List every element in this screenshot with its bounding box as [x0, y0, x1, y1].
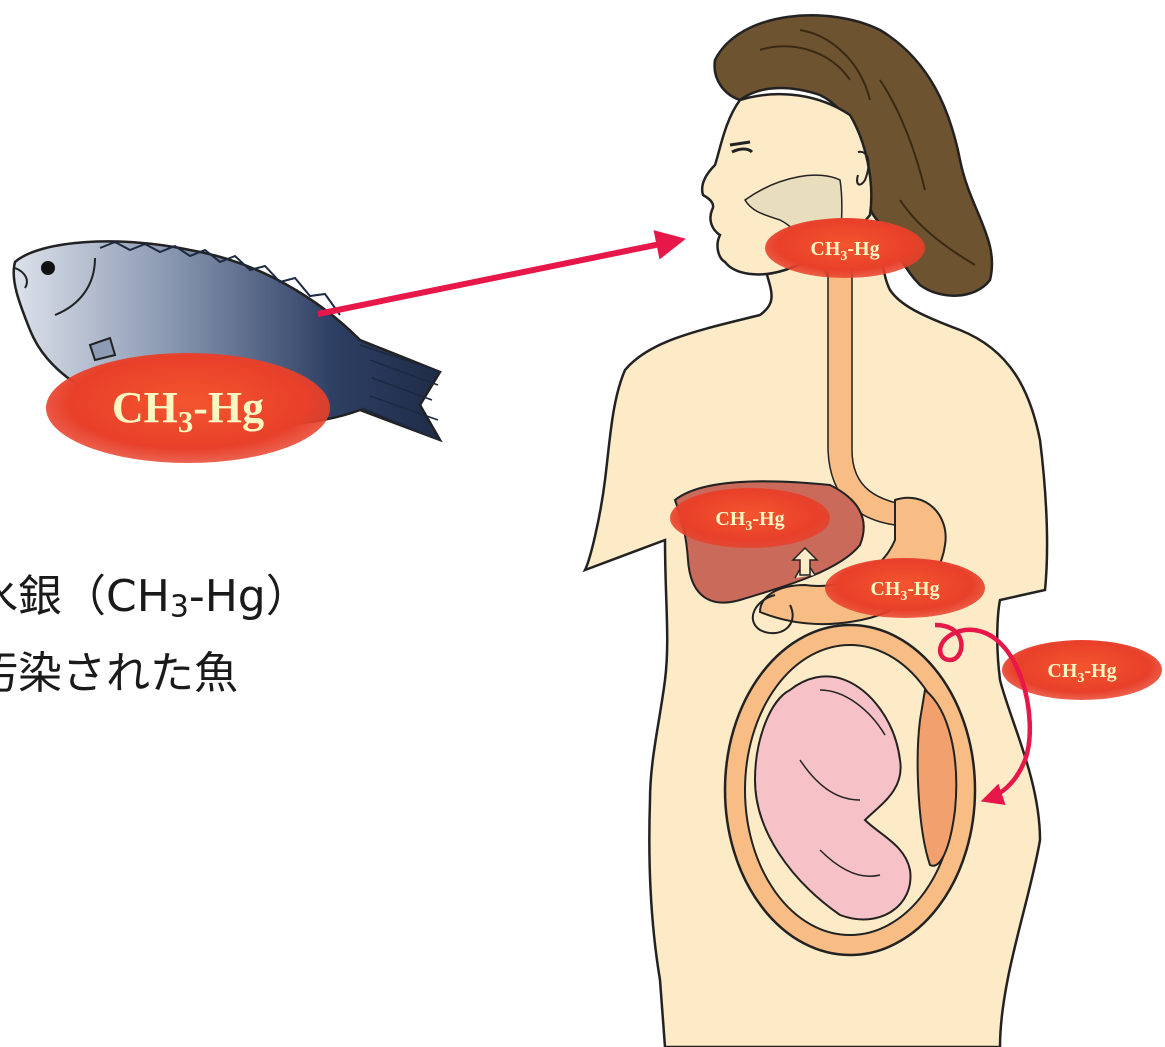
- placenta-badge-tail: -Hg: [1084, 660, 1116, 682]
- caption-line2: に汚染された魚: [0, 652, 238, 696]
- caption-clip: ル水銀（CH3-Hg） に汚染された魚: [0, 560, 560, 720]
- fish-badge-main: CH: [112, 383, 178, 432]
- mouth-badge-sub: 3: [840, 249, 847, 264]
- liver-badge-main: CH: [715, 508, 745, 530]
- mouth-badge-main: CH: [810, 238, 840, 260]
- mouth-mercury-badge: CH3-Hg: [765, 218, 925, 278]
- caption-line1: ル水銀（CH3-Hg）: [0, 575, 310, 622]
- fish-mercury-badge: CH3-Hg: [46, 353, 330, 463]
- fish-to-mouth-arrow: [318, 240, 680, 314]
- stomach-badge-main: CH: [870, 578, 900, 600]
- fish-badge-tail: -Hg: [193, 383, 264, 432]
- placenta-badge-sub: 3: [1077, 671, 1084, 686]
- fish-badge-sub: 3: [178, 405, 193, 439]
- caption-line1-prefix: ル水銀（CH: [0, 571, 170, 622]
- liver-mercury-badge: CH3-Hg: [670, 488, 830, 548]
- liver-badge-sub: 3: [745, 519, 752, 534]
- caption-line1-sub: 3: [170, 589, 189, 624]
- mouth-badge-tail: -Hg: [847, 238, 879, 260]
- stomach-badge-sub: 3: [900, 589, 907, 604]
- caption-line1-suffix: -Hg）: [189, 571, 310, 622]
- placenta-badge-main: CH: [1047, 660, 1077, 682]
- stomach-mercury-badge: CH3-Hg: [825, 558, 985, 618]
- stomach-badge-tail: -Hg: [907, 578, 939, 600]
- liver-badge-tail: -Hg: [752, 508, 784, 530]
